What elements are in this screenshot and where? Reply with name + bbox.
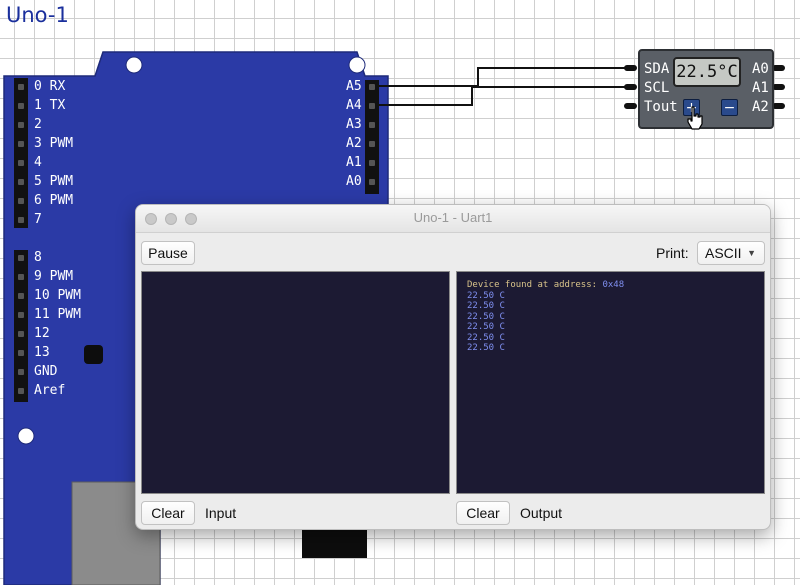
header-pin[interactable]	[18, 160, 24, 166]
header-pin[interactable]	[18, 103, 24, 109]
analog-pin-label: A1	[346, 155, 362, 170]
output-label: Output	[520, 505, 563, 521]
digital-pin-label: 7	[34, 212, 42, 227]
output-header-text: Device found at address:	[467, 280, 603, 290]
output-line: 22.50 C	[467, 332, 505, 343]
digital-pin-label: 4	[34, 155, 42, 170]
header-pin[interactable]	[369, 141, 375, 147]
input-clear-button[interactable]: Clear	[141, 501, 195, 525]
digital-pin-label: 13	[34, 345, 50, 360]
output-clear-button[interactable]: Clear	[456, 501, 510, 525]
digital-pin-label: 11 PWM	[34, 307, 81, 322]
tout-pin[interactable]	[624, 103, 637, 109]
temperature-sensor[interactable]: SDA SCL Tout A0 A1 A2 22.5°C + −	[638, 49, 774, 129]
digital-pin-label: 9 PWM	[34, 269, 74, 284]
header-pin[interactable]	[369, 122, 375, 128]
chevron-down-icon: ▼	[747, 248, 756, 258]
print-format-value: ASCII	[705, 245, 742, 261]
header-pin[interactable]	[18, 198, 24, 204]
window-titlebar[interactable]: Uno-1 - Uart1	[136, 205, 770, 233]
hand-cursor-icon	[687, 106, 703, 130]
window-title: Uno-1 - Uart1	[413, 210, 493, 225]
analog-pin-label: A2	[346, 136, 362, 151]
digital-header-bottom	[14, 250, 28, 402]
analog-pin-label: A5	[346, 79, 362, 94]
header-pin[interactable]	[369, 179, 375, 185]
header-pin[interactable]	[18, 369, 24, 375]
output-line: 22.50 C	[467, 311, 505, 322]
digital-pin-label: 1 TX	[34, 98, 66, 113]
digital-pin-label: 6 PWM	[34, 193, 74, 208]
header-pin[interactable]	[18, 84, 24, 90]
sensor-pin-label: SCL	[644, 80, 670, 96]
output-header-address: 0x48	[602, 280, 625, 290]
uart-window[interactable]: Uno-1 - Uart1 Pause Print: ASCII ▼ Devic…	[135, 204, 771, 530]
digital-pin-label: 3 PWM	[34, 136, 74, 151]
analog-pin-label: A3	[346, 117, 362, 132]
simulator-title: Uno-1	[6, 3, 69, 27]
print-label: Print:	[656, 245, 689, 261]
analog-pin-label: A4	[346, 98, 362, 113]
pause-button[interactable]: Pause	[141, 241, 195, 265]
a1-pin[interactable]	[772, 84, 785, 90]
digital-pin-label: 2	[34, 117, 42, 132]
header-pin[interactable]	[18, 255, 24, 261]
input-label: Input	[205, 505, 237, 521]
header-pin[interactable]	[18, 388, 24, 394]
scl-pin[interactable]	[624, 84, 637, 90]
digital-pin-label: Aref	[34, 383, 66, 398]
digital-pin-label: 5 PWM	[34, 174, 74, 189]
sensor-pin-label: A1	[752, 80, 769, 96]
header-pin[interactable]	[18, 217, 24, 223]
temperature-display: 22.5°C	[673, 57, 741, 87]
header-pin[interactable]	[18, 179, 24, 185]
header-pin[interactable]	[369, 103, 375, 109]
output-header-line: Device found at address: 0x48	[467, 280, 764, 291]
analog-pin-label: A0	[346, 174, 362, 189]
analog-header	[365, 80, 379, 194]
output-line: 22.50 C	[467, 343, 505, 353]
digital-pin-label: GND	[34, 364, 58, 379]
digital-header-top	[14, 78, 28, 228]
sensor-pin-label: SDA	[644, 61, 670, 77]
digital-pin-label: 10 PWM	[34, 288, 81, 303]
header-pin[interactable]	[18, 141, 24, 147]
output-line: 22.50 C	[467, 301, 505, 311]
header-pin[interactable]	[369, 160, 375, 166]
sda-pin[interactable]	[624, 65, 637, 71]
digital-pin-label: 8	[34, 250, 42, 265]
uart-input-terminal[interactable]	[141, 271, 450, 494]
header-pin[interactable]	[18, 350, 24, 356]
header-pin[interactable]	[18, 122, 24, 128]
digital-pin-label: 0 RX	[34, 79, 66, 94]
sensor-pin-label: Tout	[644, 99, 678, 115]
header-pin[interactable]	[18, 293, 24, 299]
minimize-icon[interactable]	[165, 213, 177, 225]
a0-pin[interactable]	[772, 65, 785, 71]
header-pin[interactable]	[18, 274, 24, 280]
output-line: 22.50 C	[467, 322, 505, 332]
sensor-pin-label: A2	[752, 99, 769, 115]
header-pin[interactable]	[18, 331, 24, 337]
close-icon[interactable]	[145, 213, 157, 225]
uart-output-terminal[interactable]: Device found at address: 0x48 22.50 C 22…	[456, 271, 765, 494]
header-pin[interactable]	[18, 312, 24, 318]
maximize-icon[interactable]	[185, 213, 197, 225]
output-line: 22.50 C	[467, 290, 505, 301]
print-format-select[interactable]: ASCII ▼	[697, 241, 765, 265]
sensor-pin-label: A0	[752, 61, 769, 77]
decrease-temp-button[interactable]: −	[721, 99, 738, 116]
a2-pin[interactable]	[772, 103, 785, 109]
digital-pin-label: 12	[34, 326, 50, 341]
header-pin[interactable]	[369, 84, 375, 90]
